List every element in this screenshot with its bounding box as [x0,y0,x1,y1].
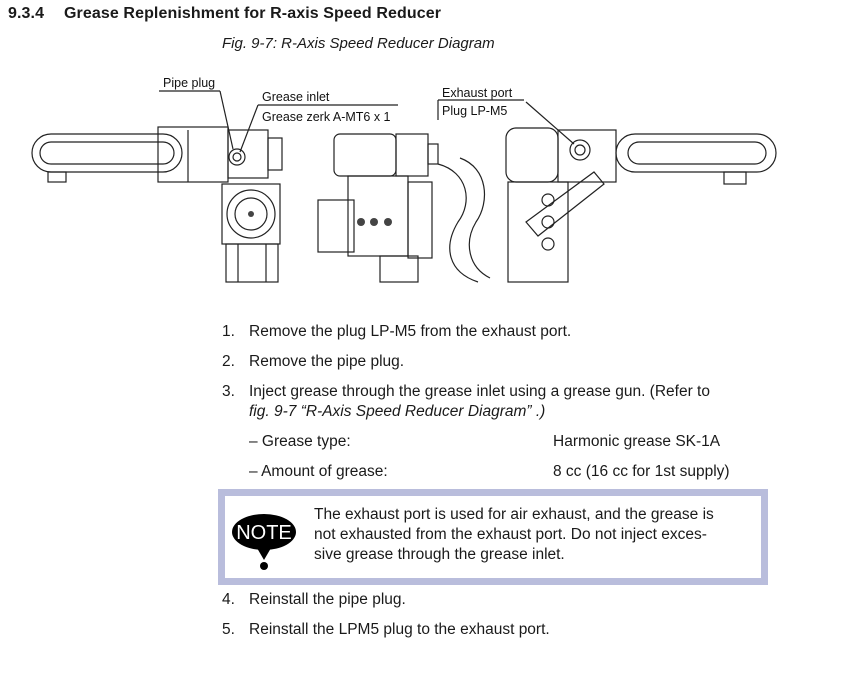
section-title: Grease Replenishment for R-axis Speed Re… [64,5,442,22]
middle-view-robot [317,133,491,283]
step-text: Reinstall the LPM5 plug to the exhaust p… [249,621,550,638]
step-5: 5. Reinstall the LPM5 plug to the exhaust… [222,621,782,639]
label-grease-zerk: Grease zerk A-MT6 x 1 [262,110,391,124]
label-pipe-plug: Pipe plug [163,76,215,90]
step-3: 3. Inject grease through the grease inlet… [222,383,782,401]
step-text: Remove the pipe plug. [249,353,405,370]
step-text: Remove the plug LP-M5 from the exhaust p… [249,323,572,340]
leader-lines [159,90,575,153]
label-plug-lp-m5: Plug LP-M5 [442,104,507,118]
spec-label-amount: – Amount of grease: [249,463,388,480]
note-badge-text: NOTE [236,522,292,544]
note-line: sive grease through the grease inlet. [314,546,565,563]
step-text: Inject grease through the grease inlet u… [249,383,710,400]
note-icon: NOTE [232,514,296,570]
left-view-robot [31,126,283,283]
step-1: 1. Remove the plug LP-M5 from the exhaust… [222,323,782,341]
spec-label-grease-type: – Grease type: [249,433,351,450]
step-4: 4. Reinstall the pipe plug. [222,591,782,609]
step-2: 2. Remove the pipe plug. [222,353,782,371]
note-text: The exhaust port is used for air exhaust… [314,505,754,565]
step-number: 3. [222,383,235,400]
step-number: 4. [222,591,235,608]
section-heading: 9.3.4 Grease Replenishment for R-axis Spe… [8,5,441,23]
step-number: 5. [222,621,235,638]
right-view-robot [505,127,777,283]
label-grease-inlet: Grease inlet [262,90,330,104]
spec-value-grease-type: Harmonic grease SK-1A [553,433,721,450]
r-axis-speed-reducer-diagram: Pipe plug Grease inlet Grease zerk A-MT6… [31,76,777,283]
step-3-figure-reference: fig. 9-7 “R-Axis Speed Reducer Diagram” … [249,403,546,420]
step-number: 2. [222,353,235,370]
note-line: not exhausted from the exhaust port. Do … [314,526,707,543]
step-number: 1. [222,323,235,340]
label-exhaust-port: Exhaust port [442,86,513,100]
note-box: NOTE The exhaust port is used for air ex… [218,489,768,585]
spec-value-amount: 8 cc (16 cc for 1st supply) [553,463,730,480]
section-number: 9.3.4 [8,5,45,22]
step-text: Reinstall the pipe plug. [249,591,406,608]
figure-caption: Fig. 9-7: R-Axis Speed Reducer Diagram [222,35,495,52]
note-line: The exhaust port is used for air exhaust… [314,506,714,523]
